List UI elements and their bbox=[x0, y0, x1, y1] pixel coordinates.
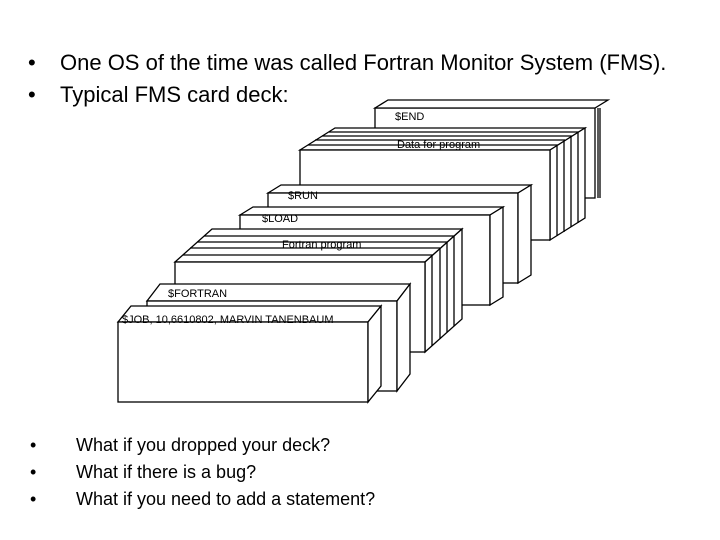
card-label-end: $END bbox=[395, 111, 424, 123]
bullet-text: Typical FMS card deck: bbox=[60, 82, 289, 107]
bottom-bullet-item: • What if there is a bug? bbox=[30, 459, 670, 486]
card-label-fortran: $FORTRAN bbox=[168, 288, 227, 300]
card-label-fortran-program: Fortran program bbox=[282, 239, 361, 251]
bullet-text: What if there is a bug? bbox=[76, 462, 257, 482]
bottom-bullet-item: • What if you dropped your deck? bbox=[30, 432, 670, 459]
bottom-bullet-list: • What if you dropped your deck? • What if… bbox=[30, 432, 670, 513]
bullet-dot: • bbox=[28, 50, 36, 75]
card-label-data: Data for program bbox=[397, 139, 480, 151]
top-bullet-item: • One OS of the time was called Fortran M… bbox=[28, 50, 678, 76]
bullet-text: One OS of the time was called Fortran Mo… bbox=[60, 50, 667, 75]
bullet-dot: • bbox=[30, 462, 37, 482]
card-label-run: $RUN bbox=[288, 190, 318, 202]
card-label-job: $JOB, 10,6610802, MARVIN TANENBAUM bbox=[122, 314, 334, 326]
bottom-bullet-item: • What if you need to add a statement? bbox=[30, 486, 670, 513]
top-bullet-list: • One OS of the time was called Fortran M… bbox=[28, 50, 678, 114]
bullet-dot: • bbox=[30, 435, 37, 455]
bullet-text: What if you need to add a statement? bbox=[76, 489, 376, 509]
bullet-text: What if you dropped your deck? bbox=[76, 435, 331, 455]
card-label-load: $LOAD bbox=[262, 213, 298, 225]
top-bullet-item: • Typical FMS card deck: bbox=[28, 82, 678, 108]
card-job bbox=[116, 304, 383, 404]
bullet-dot: • bbox=[30, 489, 37, 509]
bullet-dot: • bbox=[28, 82, 36, 107]
